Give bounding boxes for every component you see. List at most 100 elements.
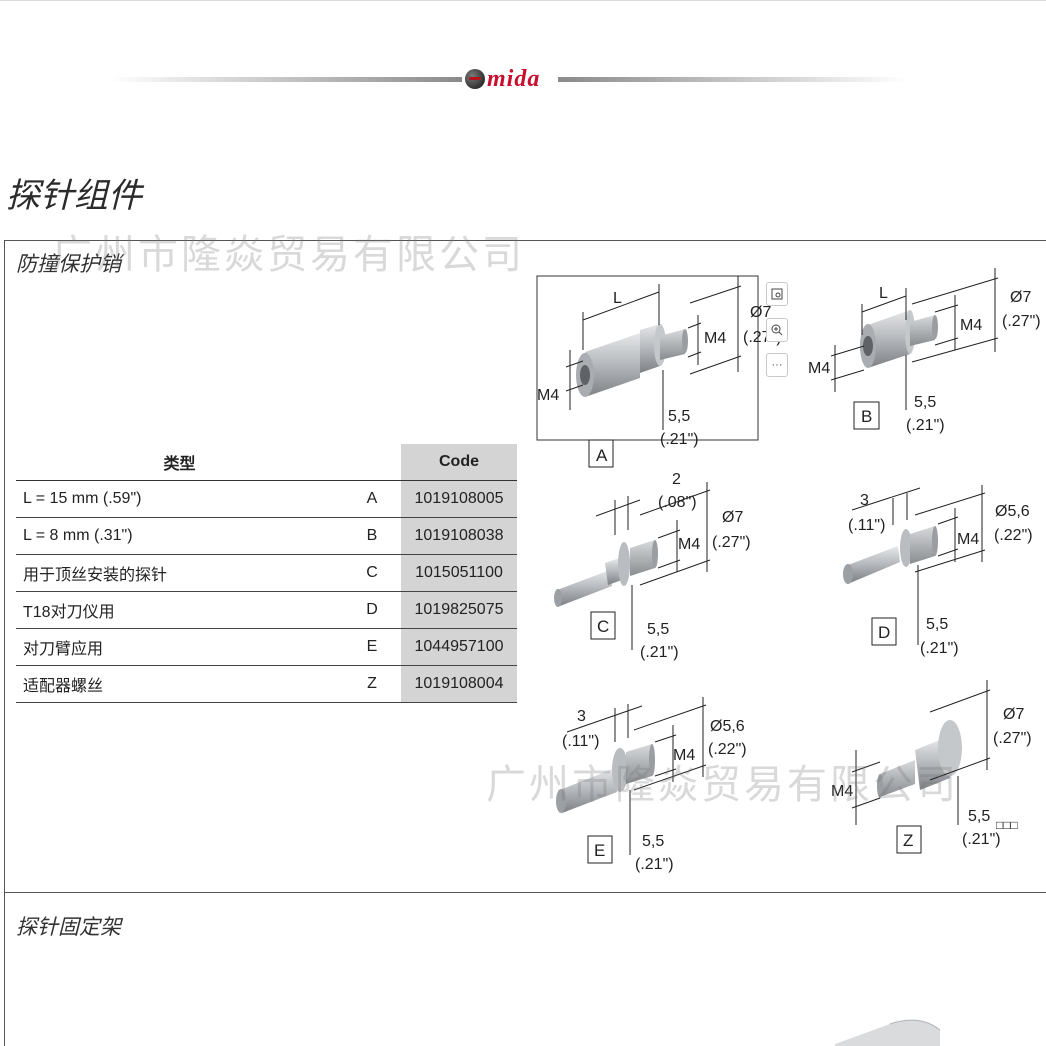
- dim-label: (.21"): [920, 640, 959, 657]
- section-title-stylus-holder: 探针固定架: [16, 915, 121, 939]
- diagram-b: [830, 268, 999, 430]
- dim-label: Ø7: [1003, 706, 1024, 723]
- row-letter: B: [343, 517, 401, 555]
- row-code: 1019108005: [401, 480, 517, 518]
- table-row: 适配器螺丝 Z 1019108004: [16, 665, 517, 703]
- dim-label: 5,5: [914, 394, 936, 411]
- zoom-in-icon[interactable]: [766, 318, 788, 342]
- dim-label: (.22"): [994, 527, 1033, 544]
- diagram-label: B: [861, 407, 872, 426]
- dim-label: (.22"): [708, 741, 747, 758]
- dim-label: (.11"): [562, 733, 599, 750]
- dim-label: 5,5: [647, 621, 669, 638]
- partial-part-image: [835, 1019, 941, 1046]
- part-drawings: L Ø7 (.27") M4 M4 5,5 (.21") A: [536, 268, 1041, 873]
- dim-label: Ø7: [722, 509, 743, 526]
- top-border: [0, 0, 1046, 1]
- dim-label: M4: [960, 317, 982, 334]
- dim-label: (.08"): [658, 494, 697, 511]
- logo-ball-icon: [465, 69, 485, 89]
- row-type: L = 8 mm (.31"): [16, 517, 343, 555]
- dim-label: M4: [957, 531, 979, 548]
- dim-label: M4: [808, 360, 830, 377]
- row-letter: Z: [343, 665, 401, 703]
- row-code: 1019825075: [401, 591, 517, 629]
- row-code: 1019108038: [401, 517, 517, 555]
- dim-label: M4: [704, 330, 726, 347]
- brand-name: mida: [487, 65, 541, 92]
- dim-label: (.27"): [993, 730, 1032, 747]
- table-row: L = 15 mm (.59") A 1019108005: [16, 480, 517, 518]
- page-title: 探针组件: [6, 176, 142, 216]
- diagram-label: A: [596, 446, 608, 465]
- dim-label: (.11"): [848, 517, 885, 534]
- header-rule-left: [110, 77, 462, 82]
- dim-label: M4: [678, 536, 700, 553]
- row-type: 对刀臂应用: [16, 628, 343, 666]
- dim-label: Ø7: [750, 304, 771, 321]
- dim-label: 5,5: [642, 833, 664, 850]
- row-letter: C: [343, 554, 401, 592]
- row-type: T18对刀仪用: [16, 591, 343, 629]
- section-title-crash-pins: 防撞保护销: [16, 252, 121, 276]
- dim-label: M4: [673, 747, 695, 764]
- section-panel-stylus-holder: [4, 891, 1046, 1046]
- dim-label: M4: [537, 387, 559, 404]
- dim-label: Ø5,6: [995, 503, 1030, 520]
- diagram-label: E: [594, 841, 605, 860]
- diagram-label: Z: [903, 831, 913, 850]
- brand-logo: mida: [465, 64, 540, 94]
- table-header-row: 类型 Code: [16, 444, 517, 481]
- dim-label: 3: [577, 708, 586, 725]
- dim-label: (.27"): [1002, 313, 1041, 330]
- diagram-a: [536, 275, 759, 468]
- row-letter: E: [343, 628, 401, 666]
- dim-label: (.21"): [660, 431, 699, 448]
- dim-label: Ø7: [1010, 289, 1031, 306]
- dim-label: 2: [672, 471, 681, 488]
- dim-label: M4: [831, 783, 853, 800]
- dim-label: L: [879, 285, 888, 302]
- row-code: 1044957100: [401, 628, 517, 666]
- dim-label: (.21"): [962, 831, 1001, 848]
- watermark-top: 广州市隆焱贸易有限公司: [52, 232, 525, 278]
- more-icon[interactable]: ···: [766, 353, 788, 377]
- table-row: T18对刀仪用 D 1019825075: [16, 591, 517, 629]
- header-rule-right: [558, 77, 908, 82]
- row-type: 适配器螺丝: [16, 665, 343, 703]
- row-code: 1015051100: [401, 554, 517, 592]
- diagram-label: D: [878, 623, 890, 642]
- row-code: 1019108004: [401, 665, 517, 703]
- header-type: 类型: [16, 444, 343, 481]
- zoom-in-glyph: [771, 324, 783, 336]
- dim-label: (.27"): [712, 534, 751, 551]
- dim-label: 3: [860, 492, 869, 509]
- row-type: L = 15 mm (.59"): [16, 480, 343, 518]
- missing-glyphs: □□□: [996, 818, 1018, 832]
- table-row: 对刀臂应用 E 1044957100: [16, 628, 517, 666]
- row-letter: D: [343, 591, 401, 629]
- row-type: 用于顶丝安装的探针: [16, 554, 343, 592]
- spec-table: 类型 Code L = 15 mm (.59") A 1019108005 L …: [16, 444, 517, 703]
- row-letter: A: [343, 480, 401, 518]
- dim-label: Ø5,6: [710, 718, 745, 735]
- dim-label: 5,5: [668, 408, 690, 425]
- header-code: Code: [401, 444, 517, 481]
- table-row: 用于顶丝安装的探针 C 1015051100: [16, 554, 517, 592]
- section-panel-crash-pins: [4, 240, 1046, 893]
- watermark-bottom: 广州市隆焱贸易有限公司: [486, 762, 959, 808]
- diagram-d: [843, 485, 986, 646]
- dim-label: 5,5: [926, 616, 948, 633]
- header-letter: [343, 444, 401, 481]
- image-search-glyph: [771, 288, 783, 300]
- dim-label: (.21"): [635, 856, 674, 873]
- dim-label: (.21"): [640, 644, 679, 661]
- dim-label: (.21"): [906, 417, 945, 434]
- diagram-e: [556, 697, 707, 864]
- dim-label: L: [613, 290, 622, 307]
- image-search-icon[interactable]: [766, 282, 788, 306]
- diagram-z: [851, 680, 991, 854]
- diagram-c: [554, 482, 711, 650]
- table-row: L = 8 mm (.31") B 1019108038: [16, 517, 517, 555]
- dim-label: 5,5: [968, 808, 990, 825]
